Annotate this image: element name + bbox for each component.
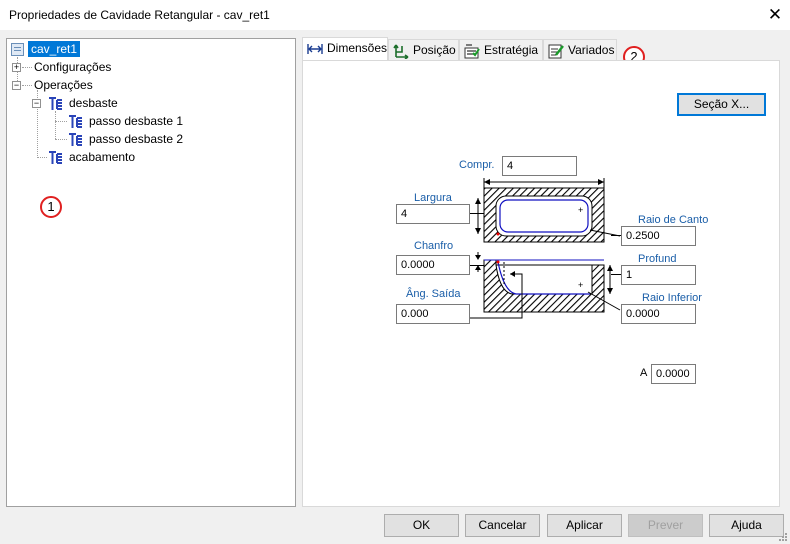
apply-button[interactable]: Aplicar: [547, 514, 622, 537]
section-x-button[interactable]: Seção X...: [677, 93, 766, 116]
strategy-icon: [464, 43, 480, 59]
tree-item-configuracoes[interactable]: Configurações: [34, 60, 112, 74]
cavity-side-view: +: [483, 259, 605, 313]
annotation-badge-1: 1: [40, 196, 62, 218]
operation-tree[interactable]: cav_ret1 + Configurações − Operações − d…: [6, 38, 296, 507]
chamfer-dimension-line: [475, 252, 481, 272]
largura-label: Largura: [414, 192, 452, 204]
document-icon: [11, 43, 24, 56]
raio-inferior-field[interactable]: 0.0000: [621, 304, 696, 324]
ang-saida-label: Âng. Saída: [406, 288, 461, 300]
profund-field[interactable]: 1: [621, 265, 696, 285]
window-title: Propriedades de Cavidade Retangular - ca…: [9, 8, 270, 22]
collapse-minus-icon[interactable]: −: [32, 98, 41, 108]
raio-canto-field[interactable]: 0.2500: [621, 226, 696, 246]
expand-plus-icon[interactable]: +: [12, 62, 21, 72]
operation-tool-icon: [48, 96, 64, 112]
tab-label: Posição: [413, 43, 456, 57]
collapse-minus-icon[interactable]: −: [12, 80, 21, 90]
svg-text:+: +: [578, 280, 583, 290]
tree-item-root[interactable]: cav_ret1: [28, 41, 81, 57]
tab-estrategia[interactable]: Estratégia: [459, 39, 543, 61]
tree-item-desbaste[interactable]: desbaste: [69, 96, 118, 110]
ok-button[interactable]: OK: [384, 514, 459, 537]
depth-dimension-line: [607, 265, 613, 294]
svg-text:+: +: [578, 205, 583, 215]
tree-item-passo-desbaste-2[interactable]: passo desbaste 2: [89, 132, 184, 146]
operation-tool-icon: [48, 150, 64, 166]
chanfro-label: Chanfro: [414, 240, 454, 252]
tab-variados[interactable]: Variados: [543, 39, 617, 61]
tab-dimensoes[interactable]: Dimensões: [302, 37, 388, 61]
ang-saida-field[interactable]: 0.000: [396, 304, 470, 324]
dimensions-icon: [307, 41, 323, 57]
operation-tool-icon: [68, 132, 84, 148]
operation-tool-icon: [68, 114, 84, 130]
tab-label: Dimensões: [327, 41, 388, 55]
close-icon[interactable]: ✕: [767, 5, 783, 24]
length-dimension-line: [483, 178, 605, 188]
position-icon: [393, 43, 409, 60]
tree-item-passo-desbaste-1[interactable]: passo desbaste 1: [89, 114, 184, 128]
misc-icon: [548, 43, 564, 59]
tab-label: Estratégia: [484, 43, 539, 57]
cancel-button[interactable]: Cancelar: [465, 514, 540, 537]
resize-grip-icon[interactable]: [776, 530, 788, 542]
a-label: A: [640, 367, 648, 379]
largura-field[interactable]: 4: [396, 204, 470, 224]
raio-canto-label: Raio de Canto: [638, 214, 709, 226]
chanfro-field[interactable]: 0.0000: [396, 255, 470, 275]
bottom-radius-leader: [587, 291, 621, 311]
draft-angle-leader: [470, 273, 523, 319]
compr-field[interactable]: 4: [502, 156, 577, 176]
compr-label: Compr.: [459, 159, 495, 171]
preview-button[interactable]: Prever: [628, 514, 703, 537]
width-dimension-line: [475, 198, 481, 234]
dimensions-panel: Seção X...: [302, 60, 780, 507]
raio-inferior-label: Raio Inferior: [642, 292, 702, 304]
tree-item-operacoes[interactable]: Operações: [34, 78, 93, 92]
a-field[interactable]: 0.0000: [651, 364, 696, 384]
profund-label: Profund: [638, 253, 677, 265]
cavity-top-view: +: [483, 187, 605, 243]
title-bar: Propriedades de Cavidade Retangular - ca…: [0, 0, 790, 31]
tab-label: Variados: [568, 43, 615, 57]
cavity-diagram: + +: [470, 178, 621, 319]
tab-posicao[interactable]: Posição: [388, 39, 459, 61]
help-button[interactable]: Ajuda: [709, 514, 784, 537]
tree-item-acabamento[interactable]: acabamento: [69, 150, 136, 164]
